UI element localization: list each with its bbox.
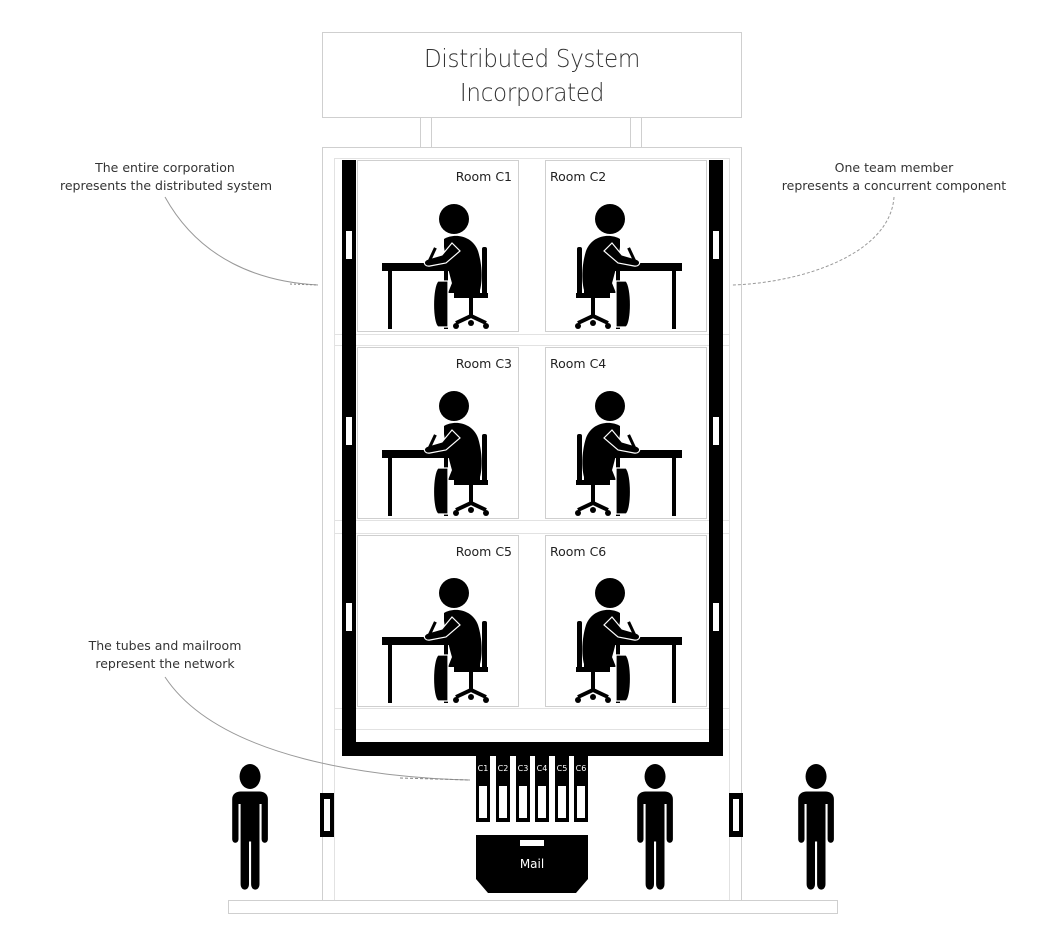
- mail-slot-label: C5: [556, 764, 568, 773]
- tube-window: [712, 230, 720, 260]
- room-label: Room C6: [550, 544, 607, 559]
- sign-title-line1: Distributed System: [423, 44, 640, 73]
- annotation-network: The tubes and mailroom represent the net…: [80, 637, 250, 673]
- sign-title-line2: Incorporated: [459, 78, 605, 107]
- mailroom-bin: Mail: [476, 835, 588, 893]
- tube-window: [345, 230, 353, 260]
- room-label: Room C5: [455, 544, 512, 559]
- slot-window: [499, 786, 507, 818]
- mail-slot-c3: C3: [516, 756, 530, 822]
- mail-label: Mail: [519, 857, 545, 871]
- mail-slot-label: C6: [575, 764, 587, 773]
- room-label: Room C4: [550, 356, 607, 371]
- mail-slot-label: C1: [477, 764, 489, 773]
- sign-post-right: [630, 118, 642, 148]
- floor-divider-2: [334, 520, 730, 534]
- sign-post-left: [420, 118, 432, 148]
- mail-slot-c4: C4: [535, 756, 549, 822]
- annotation-corporation: The entire corporation represents the di…: [60, 159, 273, 195]
- leader-line-corporation: [164, 196, 319, 286]
- tube-window: [712, 602, 720, 632]
- mail-bin-icon: [476, 835, 588, 893]
- slot-window: [577, 786, 585, 818]
- annotation-line: The entire corporation: [95, 160, 235, 175]
- annotation-line: represent the network: [95, 656, 235, 671]
- mail-slot-label: C3: [517, 764, 529, 773]
- tube-window: [345, 602, 353, 632]
- mail-slot-c2: C2: [496, 756, 510, 822]
- door-left: [320, 793, 334, 837]
- leader-line-team-member: [731, 196, 895, 286]
- tube-window: [712, 416, 720, 446]
- mail-slot-c5: C5: [555, 756, 569, 822]
- mail-slot-c1: C1: [476, 756, 490, 822]
- annotation-line: One team member: [834, 160, 954, 175]
- mail-slot-label: C4: [536, 764, 548, 773]
- leader-line-corporation-tail: [289, 283, 319, 286]
- annotation-team-member: One team member represents a concurrent …: [780, 159, 1008, 195]
- network-tube-bottom: [342, 742, 723, 756]
- door-right: [729, 793, 743, 837]
- tube-window: [345, 416, 353, 446]
- annotation-line: represents the distributed system: [60, 178, 273, 193]
- annotation-line: represents a concurrent component: [781, 178, 1007, 193]
- mail-slot-c6: C6: [574, 756, 588, 822]
- ground-base: [228, 900, 838, 914]
- slot-window: [538, 786, 546, 818]
- room-label: Room C1: [455, 169, 512, 184]
- floor-divider-3: [334, 708, 730, 730]
- room-label: Room C3: [455, 356, 512, 371]
- leader-line-network-tail: [399, 777, 471, 781]
- mail-slot-label: C2: [497, 764, 509, 773]
- floor-divider-1: [334, 334, 730, 346]
- company-sign: Distributed System Incorporated: [322, 32, 742, 118]
- leader-line-network: [164, 676, 471, 781]
- slot-window: [479, 786, 487, 818]
- slot-window: [519, 786, 527, 818]
- room-label: Room C2: [550, 169, 607, 184]
- slot-window: [558, 786, 566, 818]
- annotation-line: The tubes and mailroom: [88, 638, 242, 653]
